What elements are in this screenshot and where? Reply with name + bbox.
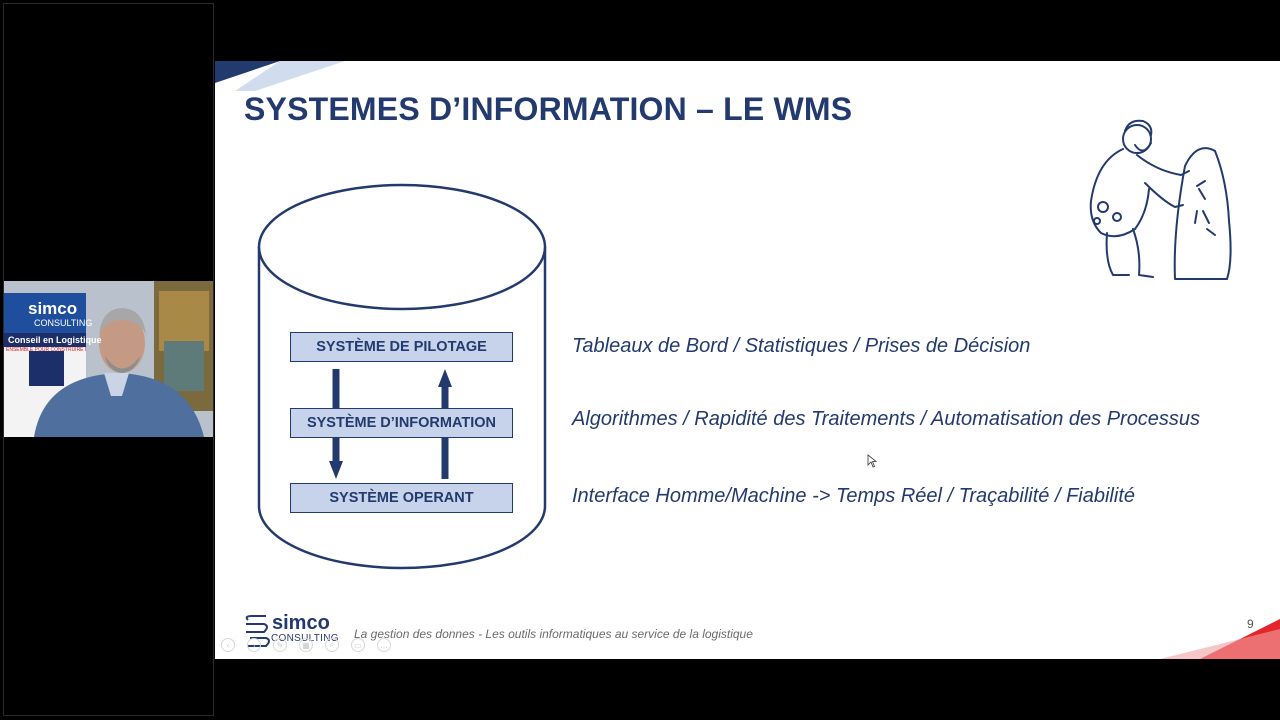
system-box-information: SYSTÈME D’INFORMATION <box>290 408 513 438</box>
description-information: Algorithmes / Rapidité des Traitements /… <box>572 408 1201 430</box>
webcam-video: simco CONSULTING Conseil en Logistique E… <box>4 281 213 437</box>
banner-line2: ENSEMBLE POUR CONSTRUIRE DES SUCCÈS <box>6 347 86 353</box>
pen-icon[interactable]: ✎ <box>273 638 287 652</box>
system-box-pilotage: SYSTÈME DE PILOTAGE <box>290 332 513 362</box>
simco-logo <box>245 615 270 647</box>
zoom-icon[interactable]: ⌕ <box>325 638 339 652</box>
webcam-scene <box>4 281 213 437</box>
subtitles-icon[interactable]: ▭ <box>351 638 365 652</box>
database-cylinder-diagram <box>257 183 547 570</box>
corner-decoration-top <box>215 61 345 91</box>
description-operant: Interface Homme/Machine -> Temps Réel / … <box>572 485 1135 507</box>
next-icon[interactable]: › <box>247 638 261 652</box>
prev-icon[interactable]: ‹ <box>221 638 235 652</box>
more-icon[interactable]: … <box>377 638 391 652</box>
banner-logo-sub: CONSULTING <box>34 318 93 328</box>
corner-decoration-bottom <box>1160 619 1280 659</box>
slide-title: SYSTEMES D’INFORMATION – LE WMS <box>244 91 853 127</box>
footer-text: La gestion des donnes - Les outils infor… <box>354 627 753 641</box>
mouse-cursor-icon <box>867 454 877 468</box>
slide: SYSTEMES D’INFORMATION – LE WMS SYSTÈME … <box>215 61 1280 659</box>
banner-line1: Conseil en Logistique <box>8 335 102 345</box>
system-box-operant: SYSTÈME OPERANT <box>290 483 513 513</box>
description-pilotage: Tableaux de Bord / Statistiques / Prises… <box>572 335 1031 357</box>
footer-logo-text: simco <box>272 612 330 634</box>
banner-logo: simco <box>28 299 78 318</box>
page-number: 9 <box>1247 617 1254 631</box>
caveman-carving-stone-icon <box>1089 119 1232 280</box>
slides-icon[interactable]: ▦ <box>299 638 313 652</box>
